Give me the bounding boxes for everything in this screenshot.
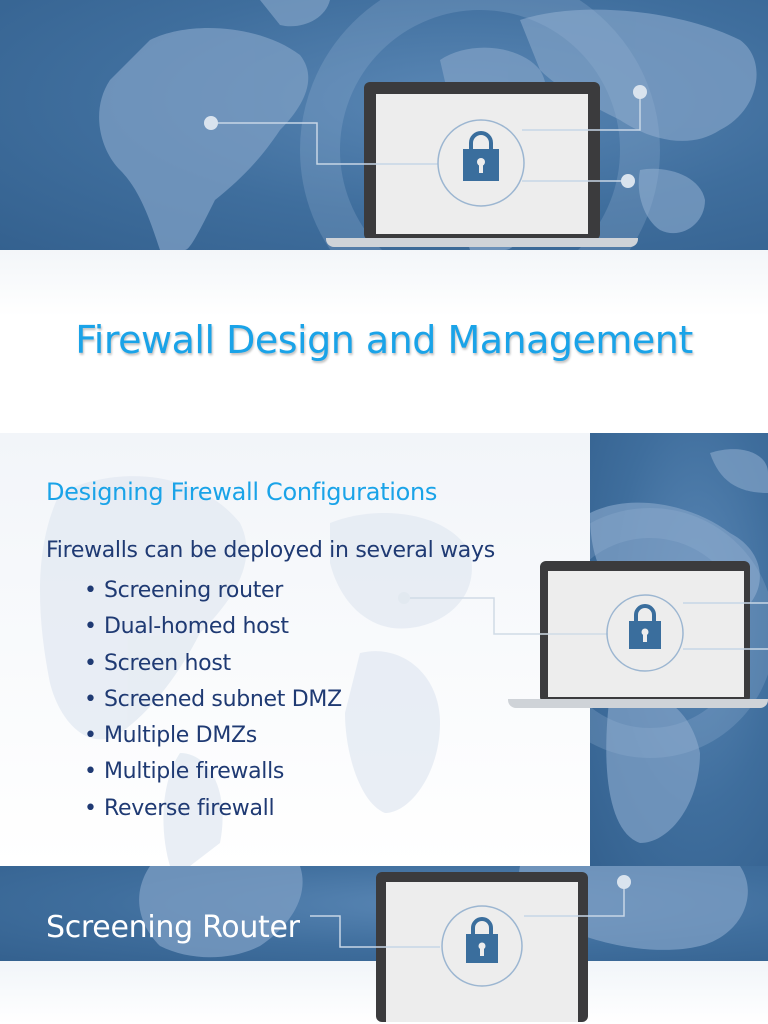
lock-graphic-3 <box>310 875 631 987</box>
laptop-base <box>326 238 638 247</box>
section-heading: Designing Firewall Configurations <box>46 478 438 506</box>
banner-image <box>0 0 768 250</box>
list-item: •Multiple firewalls <box>84 759 285 785</box>
list-item: •Dual-homed host <box>84 614 289 640</box>
laptop-base-2 <box>508 699 768 708</box>
lock-graphic <box>204 85 647 207</box>
lock-graphic-2 <box>398 592 768 672</box>
list-item: •Screen host <box>84 650 231 676</box>
slide-1: Firewall Design and Management <box>0 0 768 416</box>
lock-icon-2 <box>629 604 661 649</box>
lock-icon <box>463 131 499 181</box>
lock-icon-3 <box>466 917 498 963</box>
list-item: •Screening router <box>84 578 284 603</box>
section-title-screening-router: Screening Router <box>46 910 300 945</box>
list-item: •Multiple DMZs <box>84 723 257 749</box>
slide-title: Firewall Design and Management <box>75 318 693 362</box>
slide-2 <box>0 433 768 866</box>
list-item: •Screened subnet DMZ <box>84 686 342 712</box>
deployment-list: •Screening router •Dual-homed host •Scre… <box>84 573 342 827</box>
intro-text: Firewalls can be deployed in several way… <box>46 538 495 563</box>
list-item: •Reverse firewall <box>84 795 275 821</box>
slide-3 <box>0 866 768 1024</box>
world-map-faint <box>40 476 472 866</box>
